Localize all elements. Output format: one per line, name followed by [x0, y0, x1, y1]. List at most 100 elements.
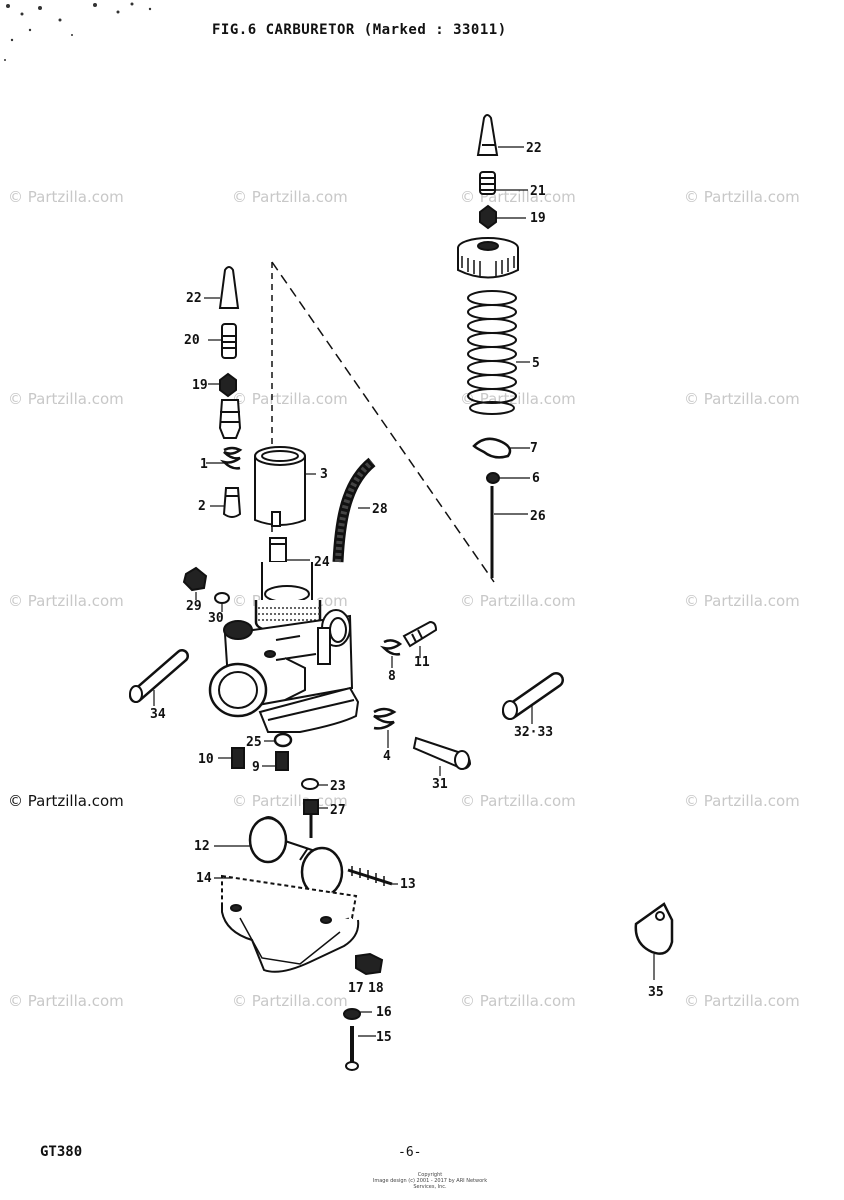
cable-adjuster-cap-part — [476, 114, 499, 156]
copyright-line-1: Copyright — [417, 1172, 443, 1178]
cable-adjuster-cap-part-left — [218, 266, 240, 309]
watermark-text: © Partzilla.com — [460, 390, 576, 408]
callout-15: 15 — [376, 1030, 392, 1045]
watermark-text: © Partzilla.com — [684, 390, 800, 408]
watermark-text: © Partzilla.com — [460, 188, 576, 206]
callout-19: 19 — [530, 211, 546, 226]
watermark-text: © Partzilla.com — [232, 390, 348, 408]
air-adjusting-spring-part — [373, 707, 397, 730]
callout-9: 9 — [252, 760, 260, 775]
callout-25: 25 — [246, 735, 262, 750]
callout-22: 22 — [186, 291, 202, 306]
pilot-screw-part — [222, 487, 242, 518]
drain-washer-part — [343, 1008, 361, 1020]
callout-12: 12 — [194, 839, 210, 854]
drain-plug-part — [355, 952, 384, 976]
overflow-hose-right-part — [502, 672, 564, 720]
adjuster-screw-part-left — [221, 323, 237, 359]
callout-16: 16 — [376, 1005, 392, 1020]
air-screw-body-part — [218, 399, 242, 439]
copyright-notice: Copyright Image design (c) 2001 - 2017 b… — [370, 1172, 490, 1190]
callout-32-33: 32·33 — [514, 725, 553, 740]
air-vent-hose-left-part — [129, 649, 189, 703]
starter-plunger-screw-part — [182, 566, 208, 592]
gasket-part — [214, 592, 230, 604]
float-pin-part — [347, 866, 393, 886]
callout-20: 20 — [184, 333, 200, 348]
callout-29: 29 — [186, 599, 202, 614]
air-adjusting-screw-part — [412, 736, 472, 770]
pilot-jet-part — [231, 747, 245, 769]
callout-4: 4 — [383, 749, 391, 764]
carburetor-body-part — [208, 562, 360, 733]
callout-30: 30 — [208, 611, 224, 626]
callout-6: 6 — [532, 471, 540, 486]
watermark-text: © Partzilla.com — [460, 792, 576, 810]
needle-clip-ring-part — [486, 472, 500, 484]
watermark-text: © Partzilla.com — [684, 792, 800, 810]
main-jet-part — [275, 751, 289, 771]
callout-19: 19 — [192, 378, 208, 393]
model-label: GT380 — [40, 1144, 83, 1160]
watermark-text: © Partzilla.com — [8, 592, 124, 610]
washer-part — [273, 732, 293, 748]
copyright-line-2: Image design (c) 2001 - 2017 by ARI Netw… — [372, 1178, 488, 1190]
callout-3: 3 — [320, 467, 328, 482]
figure-title: FIG.6 CARBURETOR (Marked : 33011) — [212, 22, 507, 38]
callout-24: 24 — [314, 555, 330, 570]
throttle-stop-screw-part — [402, 620, 438, 648]
callout-17: 17 — [348, 981, 364, 996]
callout-31: 31 — [432, 777, 448, 792]
needle-valve-part — [303, 799, 319, 838]
throttle-valve-spring-part — [467, 290, 517, 415]
watermark-text: © Partzilla.com — [684, 592, 800, 610]
assembly-dashed-line-diagonal — [271, 261, 495, 583]
callout-10: 10 — [198, 752, 214, 767]
watermark-text: © Partzilla.com — [8, 390, 124, 408]
callout-2: 2 — [198, 499, 206, 514]
callout-1: 1 — [200, 457, 208, 472]
watermark-text: © Partzilla.com — [684, 188, 800, 206]
callout-21: 21 — [530, 184, 546, 199]
callout-7: 7 — [530, 441, 538, 456]
needle-jet-washer-part — [301, 778, 319, 790]
float-chamber-screw-part — [345, 1026, 359, 1071]
callout-23: 23 — [330, 779, 346, 794]
watermark-text: © Partzilla.com — [460, 992, 576, 1010]
callout-35: 35 — [648, 985, 664, 1000]
callout-13: 13 — [400, 877, 416, 892]
lock-nut-part-right — [479, 204, 497, 230]
callout-14: 14 — [196, 871, 212, 886]
throttle-stop-spring-part — [379, 639, 403, 656]
needle-clip-plate-part — [472, 437, 512, 459]
float-chamber-body-part — [221, 874, 360, 973]
watermark-text: © Partzilla.com — [8, 792, 124, 810]
lock-nut-part-left — [219, 372, 237, 398]
throttle-valve-part — [254, 446, 306, 527]
watermark-text: © Partzilla.com — [232, 188, 348, 206]
pilot-spring-part — [219, 446, 243, 470]
adjuster-screw-part — [479, 171, 496, 195]
callout-34: 34 — [150, 707, 166, 722]
scan-noise — [4, 2, 152, 61]
watermark-text: © Partzilla.com — [460, 592, 576, 610]
callout-5: 5 — [532, 356, 540, 371]
watermark-text: © Partzilla.com — [8, 992, 124, 1010]
callout-11: 11 — [414, 655, 430, 670]
starter-plunger-part — [269, 537, 287, 563]
callout-27: 27 — [330, 803, 346, 818]
callout-28: 28 — [372, 502, 388, 517]
watermark-text: © Partzilla.com — [684, 992, 800, 1010]
callout-8: 8 — [388, 669, 396, 684]
float-part — [248, 816, 344, 898]
overflow-tube-part — [332, 457, 376, 563]
watermark-text: © Partzilla.com — [8, 188, 124, 206]
mixing-chamber-top-part — [457, 237, 519, 279]
hose-clamp-part — [634, 902, 674, 955]
leader-lines — [153, 146, 655, 1037]
callout-26: 26 — [530, 509, 546, 524]
page-number: -6- — [398, 1145, 422, 1160]
callout-22: 22 — [526, 141, 542, 156]
callout-18: 18 — [368, 981, 384, 996]
